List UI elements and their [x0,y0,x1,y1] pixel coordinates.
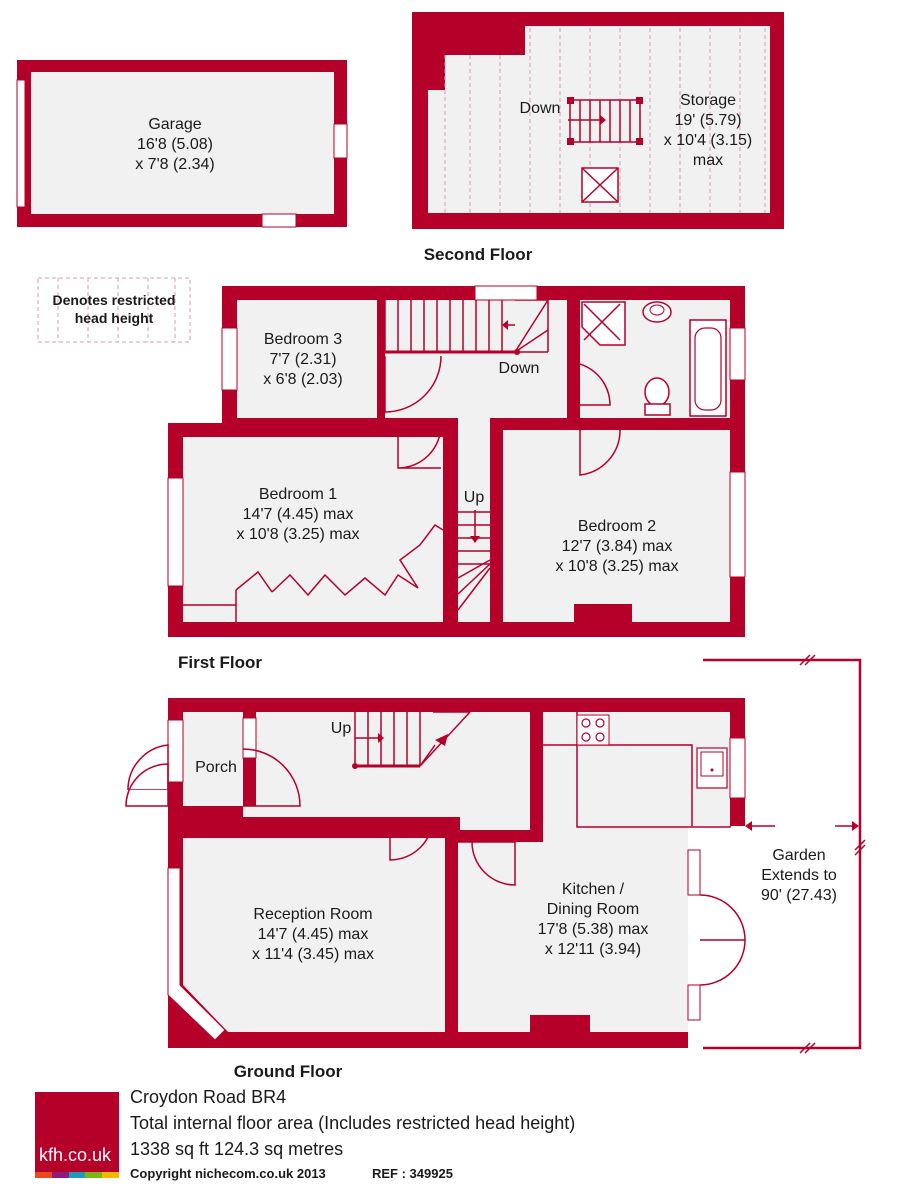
ground-floor-up-label: Up [331,720,352,737]
reception-dim2: x 11'4 (3.45) max [252,946,374,963]
bedroom3-name: Bedroom 3 [264,331,342,348]
total-area: 1338 sq ft 124.3 sq metres [130,1139,344,1159]
bedroom1-name: Bedroom 1 [259,486,337,503]
garage: Garage 16'8 (5.08) x 7'8 (2.34) [16,60,348,228]
stair-opening [567,97,643,145]
kitchen-units [543,712,731,828]
bedroom3-dim2: x 6'8 (2.03) [263,371,343,388]
bedroom1-dim1: 14'7 (4.45) max [243,506,354,523]
garage-dim2: x 7'8 (2.34) [135,156,215,173]
storage-dim3: max [693,152,723,169]
storage-dim2: x 10'4 (3.15) [664,132,752,149]
garden-line2: Extends to [761,867,837,884]
logo-bar-segment [102,1172,119,1178]
garage-dim1: 16'8 (5.08) [137,136,213,153]
first-floor-down-label: Down [499,360,540,377]
logo-bar-segment [35,1172,52,1178]
logo-text: kfh.co.uk [39,1145,112,1165]
first-floor-stairs [384,299,549,611]
first-floor: Bedroom 3 7'7 (2.31) x 6'8 (2.03) Down U… [167,285,746,637]
bedroom2-dim2: x 10'8 (3.25) max [555,558,678,575]
kitchen-dim2: x 12'11 (3.94) [545,941,641,958]
storage-down-label: Down [520,100,561,117]
garden-line3: 90' (27.43) [761,887,837,904]
ground-floor: Porch Up Reception Room 14'7 (4.45) max … [125,698,746,1048]
bedroom2-name: Bedroom 2 [578,518,656,535]
logo-color-bar [35,1172,119,1178]
ground-floor-title: Ground Floor [234,1062,343,1081]
bedroom3-dim1: 7'7 (2.31) [269,351,336,368]
first-floor-up-label: Up [464,489,485,506]
bedroom1-dim2: x 10'8 (3.25) max [236,526,359,543]
area-note: Total internal floor area (Includes rest… [130,1113,576,1133]
restricted-head-height-legend: Denotes restricted head height [37,277,191,343]
logo-bar-segment [68,1172,86,1178]
second-floor-title: Second Floor [424,245,533,264]
storage-dim1: 19' (5.79) [674,112,741,129]
bedroom2-dim1: 12'7 (3.84) max [562,538,673,555]
storage: Down Storage 19' (5.79) x 10'4 (3.15) ma… [412,12,784,229]
bedroom1-wardrobes [183,523,444,622]
porch-name: Porch [195,759,237,776]
reference: REF : 349925 [372,1166,453,1181]
garden-line1: Garden [772,847,825,864]
garden: Garden Extends to 90' (27.43) [703,654,866,1054]
legend-line1: Denotes restricted [53,292,176,308]
kitchen-name2: Dining Room [547,901,639,918]
bathroom-fixtures [581,301,727,417]
reception-name: Reception Room [253,906,372,923]
garage-name: Garage [148,116,201,133]
kitchen-name1: Kitchen / [562,881,625,898]
skylight [581,167,619,203]
ground-floor-stairs [352,711,471,769]
logo-bar-segment [51,1172,69,1178]
address: Croydon Road BR4 [130,1087,287,1107]
first-floor-title: First Floor [178,653,262,672]
copyright: Copyright nichecom.co.uk 2013 [130,1166,326,1181]
storage-name: Storage [680,92,736,109]
logo-bar-segment [85,1172,103,1178]
reception-dim1: 14'7 (4.45) max [258,926,369,943]
kitchen-dim1: 17'8 (5.38) max [538,921,649,938]
kfh-logo: kfh.co.uk [35,1092,119,1172]
legend-line2: head height [75,310,154,326]
